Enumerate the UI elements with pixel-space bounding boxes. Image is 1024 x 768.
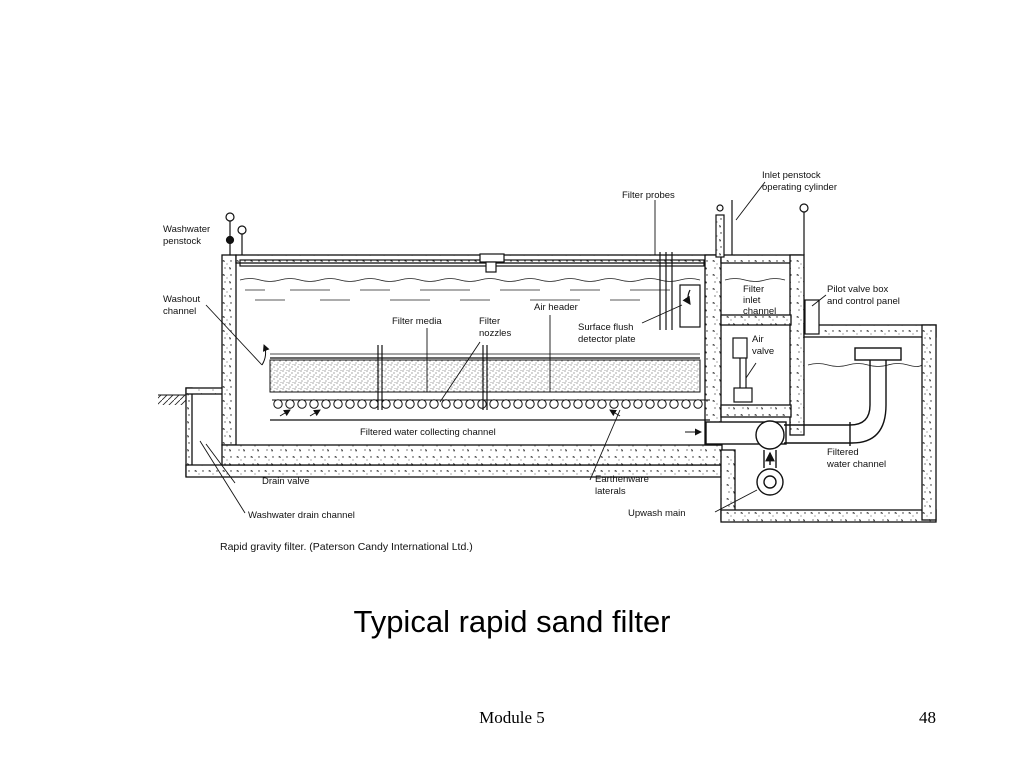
nozzle xyxy=(537,399,547,409)
label-washwater-drain-channel: Washwater drain channel xyxy=(248,510,355,521)
nozzle xyxy=(573,399,583,409)
nozzle xyxy=(273,399,283,409)
slide-title: Typical rapid sand filter xyxy=(353,604,671,639)
nozzle xyxy=(357,399,367,409)
filtered-water-pipe xyxy=(784,347,902,446)
filter-tank-walls xyxy=(221,254,723,466)
nozzle xyxy=(657,399,667,409)
svg-text:and control panel: and control panel xyxy=(827,296,900,307)
svg-text:channel: channel xyxy=(163,306,196,317)
label-filter-media: Filter media xyxy=(392,316,442,327)
nozzle xyxy=(525,399,535,409)
svg-text:inlet: inlet xyxy=(743,295,761,306)
water-surface-lines xyxy=(239,278,923,367)
nozzle xyxy=(453,399,463,409)
nozzle xyxy=(345,399,355,409)
label-filtered-water-collecting-channel: Filtered water collecting channel xyxy=(360,427,496,438)
label-air-valve: Air valve xyxy=(752,334,774,357)
nozzle xyxy=(681,399,691,409)
nozzle xyxy=(285,399,295,409)
nozzle xyxy=(621,399,631,409)
nozzle xyxy=(513,399,523,409)
nozzle xyxy=(477,399,487,409)
diagram-caption: Rapid gravity filter. (Paterson Candy In… xyxy=(220,541,473,553)
label-filter-probes: Filter probes xyxy=(622,190,675,201)
ground-hatch xyxy=(158,395,186,405)
nozzle xyxy=(465,399,475,409)
nozzle xyxy=(417,399,427,409)
label-inlet-penstock: Inlet penstock operating cylinder xyxy=(762,170,837,193)
label-earthenware-laterals: Earthenware laterals xyxy=(595,474,649,497)
slide-footer: Module 5 xyxy=(479,708,545,727)
nozzle xyxy=(549,399,559,409)
nozzle xyxy=(441,399,451,409)
svg-text:laterals: laterals xyxy=(595,486,626,497)
label-filter-nozzles: Filter nozzles xyxy=(479,316,511,339)
filter-nozzles-row xyxy=(272,399,710,409)
svg-text:valve: valve xyxy=(752,346,774,357)
label-pilot-valve-box: Pilot valve box and control panel xyxy=(827,284,900,307)
nozzle xyxy=(585,399,595,409)
svg-text:Filter: Filter xyxy=(743,284,764,295)
nozzle xyxy=(309,399,319,409)
svg-text:nozzles: nozzles xyxy=(479,328,511,339)
svg-text:Filter: Filter xyxy=(479,316,500,327)
nozzle xyxy=(369,399,379,409)
inlet-channel-structure xyxy=(720,254,937,523)
nozzle xyxy=(501,399,511,409)
washwater-penstock xyxy=(225,212,247,255)
label-surface-flush: Surface flush detector plate xyxy=(578,322,636,345)
label-filter-inlet-channel: Filter inlet channel xyxy=(743,284,776,317)
svg-text:operating cylinder: operating cylinder xyxy=(762,182,837,193)
svg-text:Washout: Washout xyxy=(163,294,200,305)
svg-text:Air: Air xyxy=(752,334,764,345)
nozzle xyxy=(597,399,607,409)
nozzle xyxy=(633,399,643,409)
rapid-gravity-filter-diagram: Washwater penstock Washout channel Filte… xyxy=(158,170,937,553)
svg-text:Washwater: Washwater xyxy=(163,224,210,235)
nozzle xyxy=(669,399,679,409)
label-air-header: Air header xyxy=(534,302,578,313)
label-washout-channel: Washout channel xyxy=(163,294,200,317)
svg-text:detector plate: detector plate xyxy=(578,334,636,345)
svg-text:Surface flush: Surface flush xyxy=(578,322,633,333)
nozzle xyxy=(429,399,439,409)
svg-text:penstock: penstock xyxy=(163,236,201,247)
nozzle xyxy=(333,399,343,409)
svg-text:Filtered: Filtered xyxy=(827,447,859,458)
upwash-main xyxy=(705,420,787,496)
nozzle xyxy=(297,399,307,409)
air-header-pipes xyxy=(377,252,673,410)
svg-text:Pilot valve box: Pilot valve box xyxy=(827,284,889,295)
label-filtered-water-channel: Filtered water channel xyxy=(826,447,886,470)
nozzle xyxy=(321,399,331,409)
label-upwash-main: Upwash main xyxy=(628,508,686,519)
nozzle xyxy=(381,399,391,409)
page-number: 48 xyxy=(919,708,936,727)
inlet-penstock-cylinder xyxy=(715,200,809,258)
svg-text:Earthenware: Earthenware xyxy=(595,474,649,485)
nozzle xyxy=(645,399,655,409)
svg-text:Inlet penstock: Inlet penstock xyxy=(762,170,821,181)
svg-text:water channel: water channel xyxy=(826,459,886,470)
nozzle xyxy=(561,399,571,409)
label-drain-valve: Drain valve xyxy=(262,476,310,487)
top-rail xyxy=(239,253,705,273)
label-washwater-penstock: Washwater penstock xyxy=(163,224,210,247)
svg-text:channel: channel xyxy=(743,306,776,317)
air-valve xyxy=(732,337,753,403)
nozzle xyxy=(489,399,499,409)
nozzle xyxy=(693,399,703,409)
nozzle xyxy=(609,399,619,409)
surface-flush-detector-plate xyxy=(679,284,701,328)
nozzle xyxy=(405,399,415,409)
nozzle xyxy=(393,399,403,409)
leader-lines xyxy=(199,181,827,514)
pilot-valve-box xyxy=(804,299,820,335)
filter-media-bed xyxy=(269,359,701,393)
